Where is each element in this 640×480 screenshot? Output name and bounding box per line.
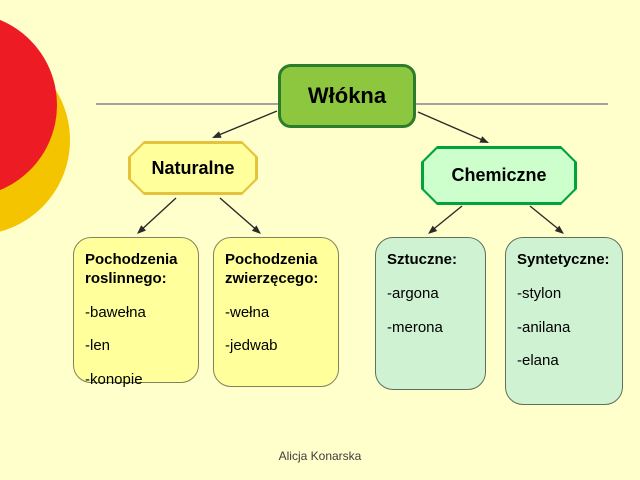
node-wlokna-label: Włókna: [307, 83, 387, 108]
arrow-chemiczne-to-syntetyczne: [529, 205, 563, 233]
arrowhead: [554, 225, 564, 234]
leaf-item: -konopie: [85, 371, 143, 388]
node-sztuczne: Sztuczne: -argona -merona: [375, 237, 486, 390]
arrow-naturalne-to-zwierzece: [219, 197, 260, 233]
leaf-title: Pochodzenia roslinnego:: [85, 251, 178, 287]
node-chemiczne-label: Chemiczne: [451, 165, 547, 185]
leaf-item: -bawełna: [85, 303, 146, 321]
node-naturalne: Naturalne: [128, 141, 258, 195]
node-syntetyczne: Syntetyczne: -stylon -anilana -elana: [505, 237, 623, 405]
node-chemiczne-fill: Chemiczne: [424, 149, 574, 202]
arrow-root-to-naturalne: [213, 110, 278, 138]
leaf-item: -jedwab: [225, 337, 278, 355]
leaf-item: -len: [85, 337, 111, 355]
leaf-title: Syntetyczne:: [517, 251, 610, 268]
node-naturalne-label: Naturalne: [151, 157, 235, 178]
node-chemiczne: Chemiczne: [421, 146, 577, 205]
author-credit: Alicja Konarska: [278, 449, 362, 463]
arrow-naturalne-to-roslinne: [138, 197, 177, 233]
arrow-root-to-chemiczne: [417, 111, 488, 143]
node-pochodzenia-roslinnego: Pochodzenia roslinnego: -bawełna -len -k…: [73, 237, 199, 388]
leaf-title: Pochodzenia zwierzęcego:: [225, 251, 319, 287]
leaf-item: -stylon: [517, 284, 562, 302]
arrowhead: [212, 131, 222, 138]
leaf-item: -merona: [387, 318, 443, 336]
arrowhead: [251, 225, 261, 234]
node-naturalne-fill: Naturalne: [131, 144, 255, 192]
leaf-item: -argona: [387, 284, 439, 302]
node-pochodzenia-zwierzecego: Pochodzenia zwierzęcego: -wełna -jedwab: [213, 237, 339, 387]
node-wlokna: Włókna: [278, 64, 416, 128]
arrowhead: [479, 136, 489, 143]
leaf-item: -wełna: [225, 303, 270, 321]
arrowhead: [137, 225, 146, 234]
leaf-title: Sztuczne:: [387, 251, 458, 268]
leaf-item: -elana: [517, 352, 559, 370]
arrow-chemiczne-to-sztuczne: [429, 205, 463, 233]
arrowhead: [428, 225, 438, 234]
leaf-item: -anilana: [517, 318, 571, 336]
